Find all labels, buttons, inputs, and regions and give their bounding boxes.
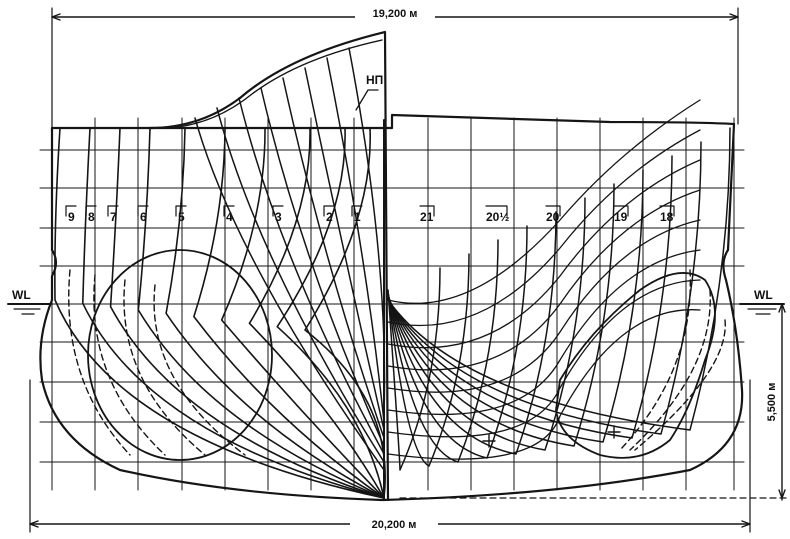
dashed-curve	[629, 289, 711, 451]
aft-section-curve	[81, 127, 385, 499]
forward-section-curve	[387, 127, 731, 431]
bottom-dim-arrow-right	[741, 520, 751, 528]
station-label-aft: 4	[226, 210, 233, 224]
station-tick-aft	[323, 205, 335, 217]
depth-dimension-label: 5,500 м	[766, 383, 778, 422]
plus-mark-1	[482, 434, 496, 448]
station-tick-aft	[272, 205, 284, 217]
waterline-left-label: WL	[12, 288, 31, 302]
bottom-dim-arrow-left	[29, 520, 39, 528]
forward-waterline-curve	[387, 249, 701, 416]
station-tick-aft	[175, 205, 187, 217]
aft-section-curve	[248, 127, 385, 499]
aft-section-curve	[54, 127, 385, 499]
forward-section-curve	[387, 141, 702, 435]
station-tick-fwd	[419, 205, 435, 217]
station-label-aft: 6	[140, 210, 147, 224]
top-dim-arrow-left	[51, 13, 61, 21]
bow-sweep-curve	[304, 67, 385, 431]
station-label-aft: 5	[178, 210, 185, 224]
forward-section-curve	[387, 155, 673, 439]
forward-waterline-curve	[387, 189, 701, 371]
station-label-aft: 2	[326, 210, 333, 224]
dashed-curve	[123, 279, 206, 456]
forward-section-curve	[387, 169, 644, 443]
forward-section-curve	[387, 239, 499, 463]
forward-section-curves	[387, 99, 731, 471]
bow-sweep-curve	[348, 47, 386, 415]
station-label-fwd: 18	[660, 210, 674, 224]
station-tick-aft	[351, 205, 363, 217]
plus-mark-2	[607, 425, 621, 439]
station-label-aft: 1	[354, 210, 361, 224]
waterline-right-label: WL	[754, 288, 773, 302]
top-dimension-label: 19,200 м	[373, 8, 418, 20]
forward-section-curve	[387, 183, 615, 447]
depth-arrow-bottom	[778, 489, 786, 499]
bow-sheer	[148, 30, 390, 502]
top-dim-label-bg	[355, 4, 435, 22]
station-label-fwd: 20	[546, 210, 560, 224]
bow-sweep-curve	[216, 107, 385, 463]
dashed-curves	[68, 269, 726, 456]
forward-waterline-curve	[387, 129, 701, 327]
station-label-aft: 3	[275, 210, 282, 224]
fwd-boss-contour	[555, 272, 716, 459]
dashed-curve	[153, 284, 246, 456]
forward-waterline-curve	[387, 309, 701, 460]
aft-boss-ellipse	[87, 249, 273, 461]
station-label-aft: 9	[68, 210, 75, 224]
bow-sweep-curve	[326, 57, 385, 423]
bow-sweep-curve	[238, 97, 385, 455]
top-dim-arrow-right	[729, 13, 739, 21]
bottom-dimension-label: 20,200 м	[372, 519, 417, 531]
dashed-curve	[93, 274, 166, 456]
station-tick-aft	[137, 205, 149, 217]
dashed-curve	[634, 319, 726, 451]
station-tick-fwd	[613, 205, 629, 217]
forward-section-curve	[387, 211, 557, 455]
bow-sweep-curve	[260, 87, 385, 447]
forward-waterline-curve	[387, 219, 701, 393]
station-tick-aft	[223, 205, 235, 217]
forward-waterline-curve	[387, 279, 701, 438]
station-tick-fwd	[545, 205, 561, 217]
aft-section-curve	[193, 127, 385, 499]
depth-arrow-top	[778, 303, 786, 313]
forward-section-curve	[387, 253, 470, 467]
forward-section-curve	[387, 267, 441, 471]
aft-section-curves	[54, 47, 386, 499]
aft-section-curve	[137, 127, 385, 499]
station-tick-aft	[85, 205, 97, 217]
station-tick-aft	[65, 205, 77, 217]
station-tick-aft	[107, 205, 119, 217]
bow-sheer-inner	[169, 39, 383, 129]
aft-section-curve	[276, 127, 385, 499]
aft-section-curve	[109, 127, 385, 499]
station-label-aft: 7	[110, 210, 117, 224]
hull-outline	[39, 113, 744, 502]
station-tick-fwd	[485, 205, 508, 217]
station-label-fwd: 21	[420, 210, 434, 224]
station-tick-fwd	[659, 205, 675, 217]
bow-sweep-curve	[282, 77, 385, 439]
forward-waterline-curve	[387, 159, 701, 349]
station-label-aft: 8	[88, 210, 95, 224]
aft-section-curve	[304, 127, 386, 499]
station-label-fwd: 19	[614, 210, 628, 224]
depth-label-bg	[764, 372, 778, 432]
aft-section-curve	[165, 127, 385, 499]
bow-sweep-curve	[194, 117, 385, 471]
np-marker-label: НП	[366, 73, 383, 87]
dashed-curve	[619, 269, 692, 451]
forward-waterline-curve	[387, 99, 701, 304]
aft-section-curve	[220, 127, 385, 499]
dashed-curve	[68, 269, 131, 456]
station-label-fwd: 20½	[486, 210, 509, 224]
bottom-dim-label-bg	[350, 514, 438, 532]
np-marker-leader	[355, 89, 379, 111]
